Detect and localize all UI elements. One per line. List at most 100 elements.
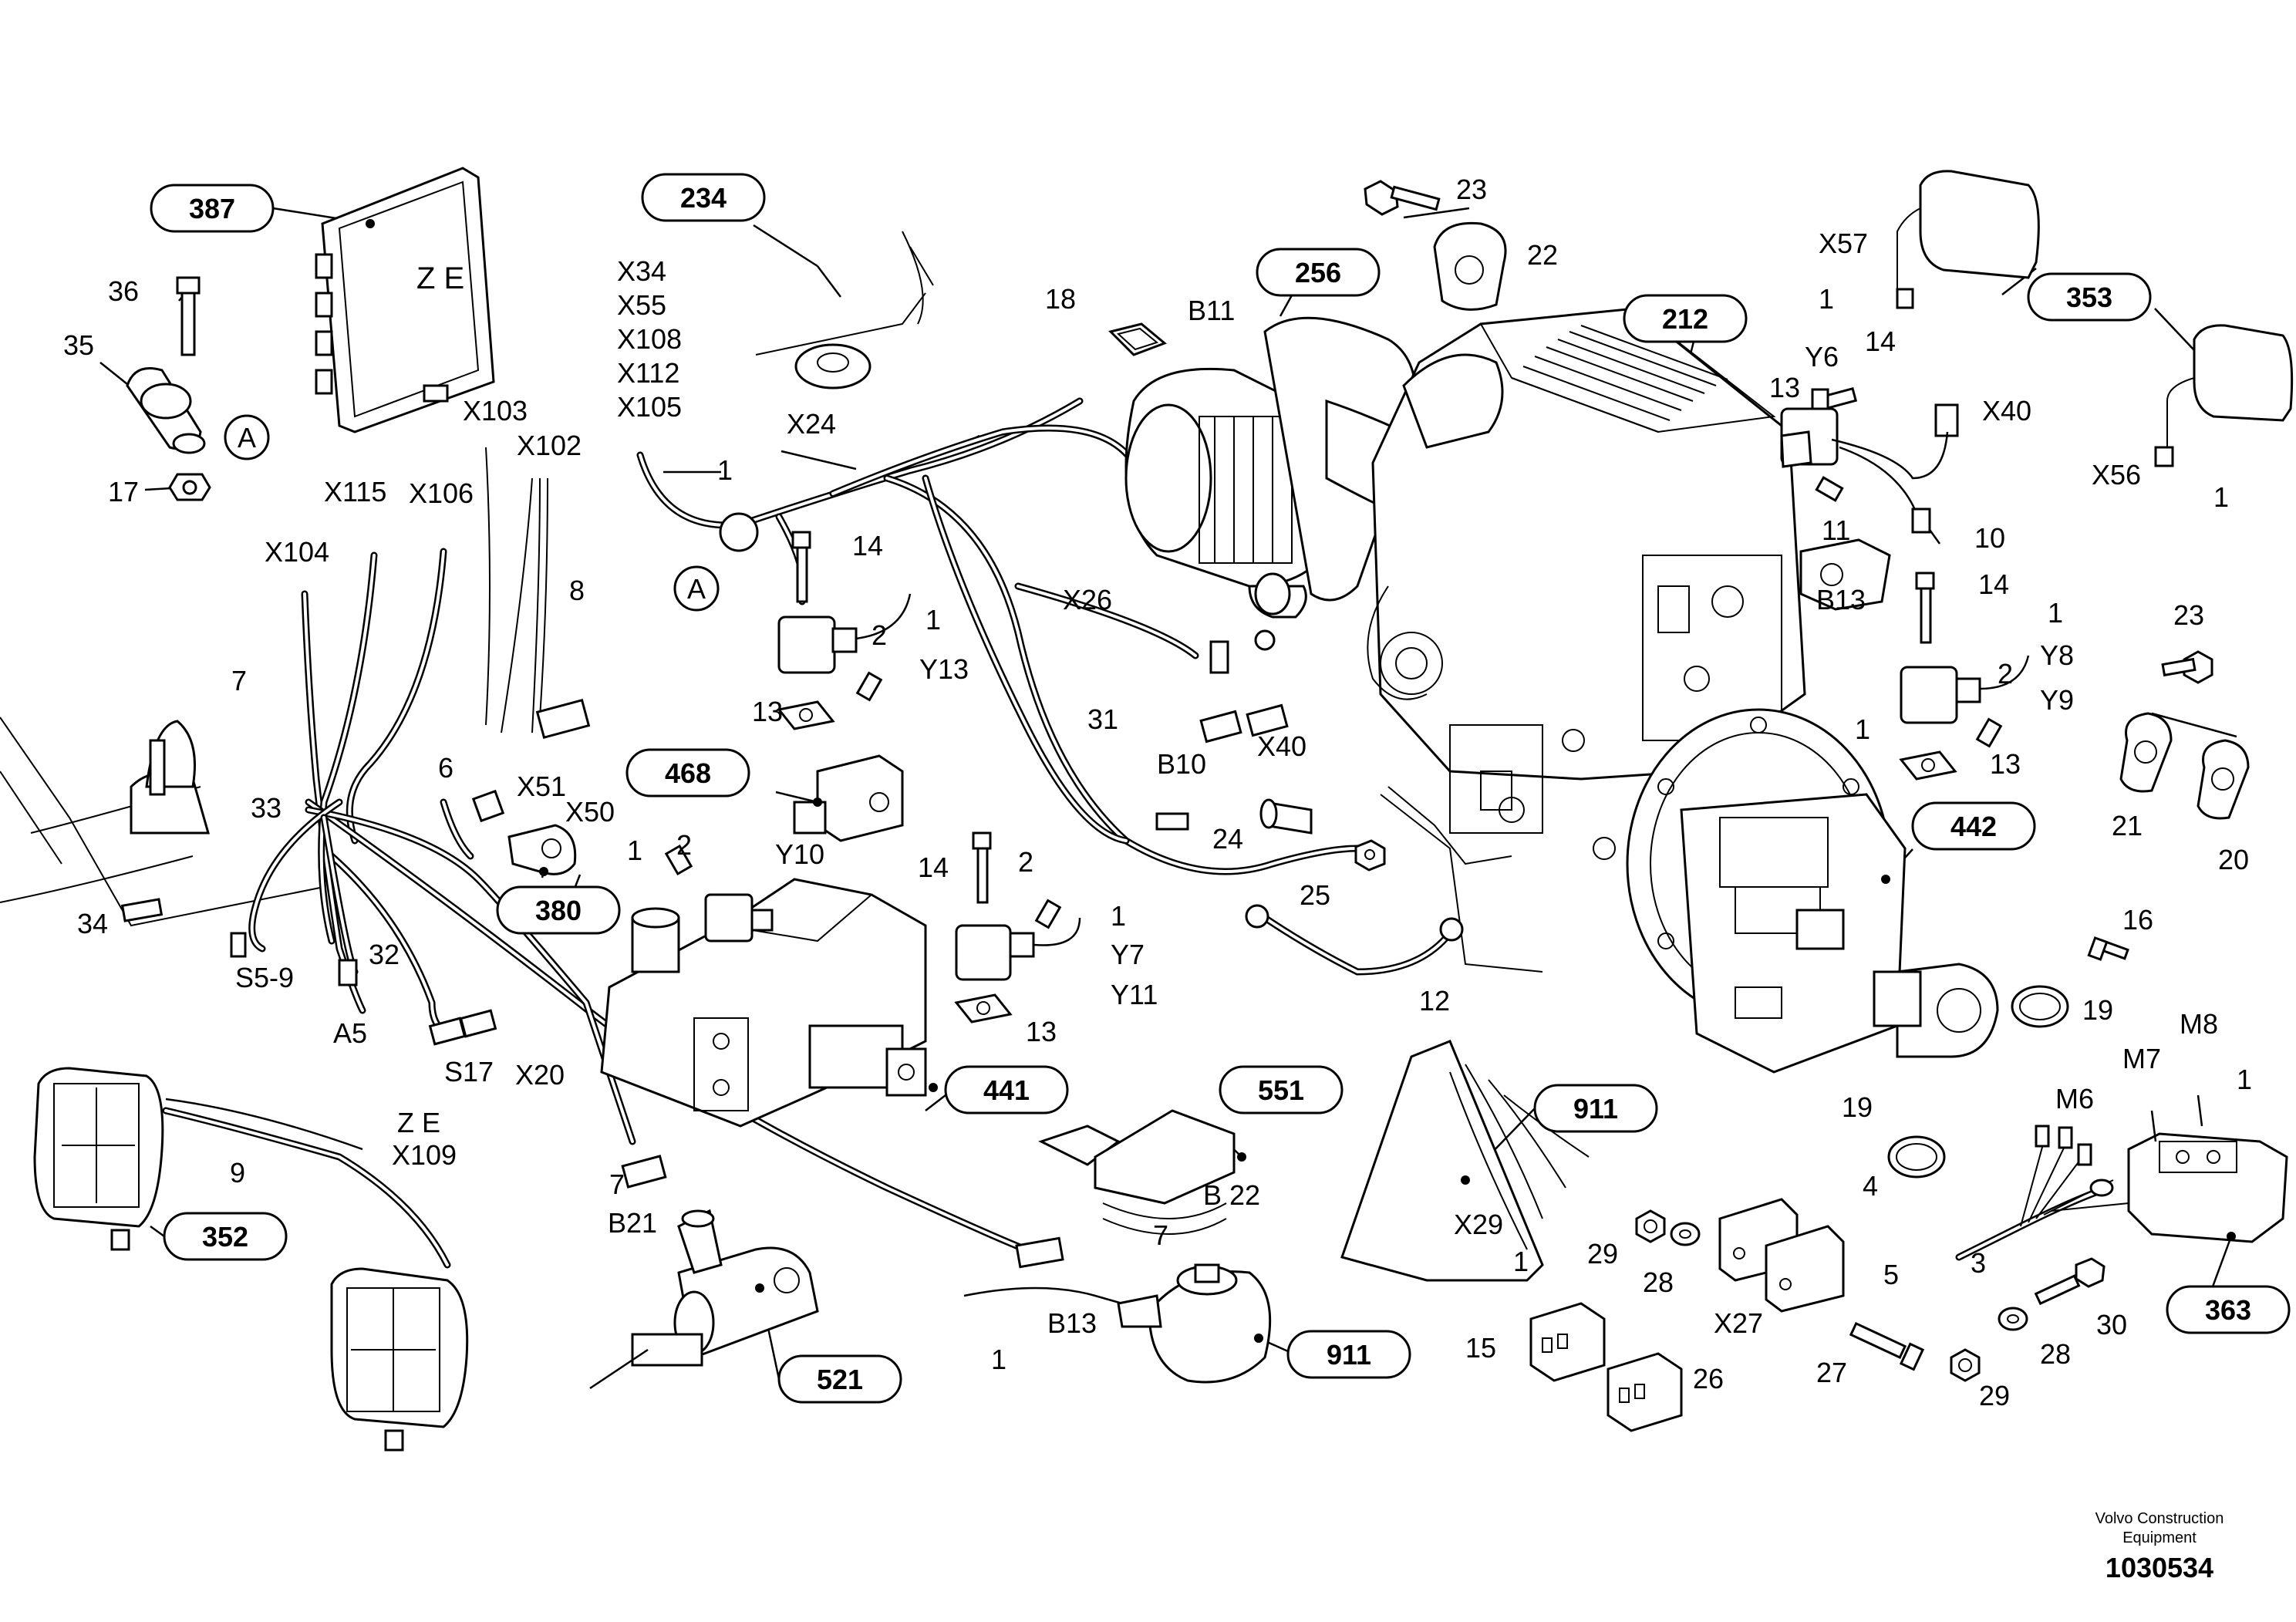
label: 28: [1643, 1266, 1674, 1298]
label: B13: [1816, 584, 1866, 615]
label: 31: [1087, 703, 1118, 735]
label: X104: [265, 536, 329, 568]
svg-text:A: A: [687, 573, 706, 605]
label: 12: [1419, 985, 1450, 1017]
callout-442: 442: [1911, 801, 2036, 851]
label: X29: [1454, 1209, 1503, 1240]
bolt-27: [1849, 1321, 1925, 1371]
hose-clamp-19a: [2011, 985, 2069, 1028]
label: 9: [230, 1157, 245, 1189]
label: 32: [369, 939, 400, 970]
label: 11: [1822, 514, 1850, 546]
svg-text:468: 468: [665, 757, 711, 789]
label: 8: [569, 575, 585, 606]
label: 36: [108, 275, 139, 307]
label: 16: [2122, 904, 2153, 936]
label: X40: [1257, 730, 1306, 762]
callout-363: 363: [2166, 1285, 2291, 1334]
label: X106: [409, 477, 474, 509]
connector-x24: [755, 231, 934, 389]
label: 1: [991, 1344, 1006, 1375]
pressure-switch-911b: [963, 1263, 1272, 1384]
wiring-harness: [248, 397, 1361, 1253]
label: 1: [2048, 597, 2063, 629]
clamps-21-20: [2119, 650, 2250, 820]
label: X50: [565, 796, 615, 828]
label: 5: [1883, 1259, 1899, 1290]
engine-cover-fins: [1511, 325, 1728, 433]
label: Y7: [1111, 939, 1145, 970]
callout-468: 468: [625, 748, 750, 798]
label: 23: [1456, 174, 1487, 205]
label: 13: [1026, 1016, 1057, 1047]
svg-text:442: 442: [1950, 811, 1997, 842]
svg-text:234: 234: [680, 182, 727, 214]
label: 10: [1974, 522, 2005, 554]
solenoid-y7-y11: [954, 831, 1081, 1023]
label: 1: [2213, 481, 2229, 513]
label: 27: [1816, 1357, 1847, 1388]
callout-911-upper: 911: [1533, 1084, 1658, 1133]
label: 1: [925, 604, 941, 636]
label: 2: [676, 829, 692, 861]
svg-text:212: 212: [1662, 303, 1708, 335]
label: 7: [231, 665, 247, 696]
solenoid-y8-y9: [1799, 538, 2030, 781]
label: X109: [392, 1139, 457, 1171]
label: 29: [1587, 1238, 1618, 1270]
label: 21: [2112, 810, 2143, 841]
label: 19: [2082, 994, 2113, 1026]
control-console: [0, 717, 325, 927]
label: B21: [608, 1207, 657, 1239]
label: M7: [2122, 1043, 2161, 1074]
grommet-18: [1108, 322, 1167, 356]
callout-256: 256: [1256, 248, 1381, 297]
label: X105: [617, 391, 682, 423]
label: 13: [752, 696, 783, 727]
foot-pedal-mat-911a: [1340, 1040, 1590, 1282]
callout-380: 380: [496, 885, 621, 935]
label: X27: [1714, 1307, 1763, 1339]
sensor-24-and-cable-12: [1245, 798, 1464, 976]
label: X55: [617, 289, 666, 321]
hydraulic-valve-441: [600, 844, 927, 1128]
label: X115: [324, 476, 386, 508]
connectors-b10-x40: [1155, 629, 1289, 831]
label: Y10: [775, 838, 824, 870]
reference-a-center: A: [673, 565, 720, 612]
label: 1: [1513, 1246, 1529, 1277]
title-block: Volvo Construction Equipment 1030534: [2095, 1510, 2224, 1583]
label: 14: [852, 530, 883, 561]
label: 28: [2040, 1338, 2071, 1370]
sensor-380: [471, 789, 577, 875]
pedal-b22: [1038, 1109, 1236, 1235]
label: Y13: [919, 653, 969, 685]
label: 1: [2237, 1064, 2252, 1095]
label: X108: [617, 323, 682, 355]
label: A5: [333, 1017, 367, 1049]
label: 20: [2218, 844, 2249, 875]
label: 24: [1212, 823, 1243, 855]
svg-text:380: 380: [535, 895, 582, 926]
label: S17: [444, 1056, 494, 1088]
label: 2: [1998, 658, 2013, 690]
screw-16: [2087, 936, 2129, 961]
work-lamp-lower: [330, 1267, 469, 1452]
bolt-clamp-nut-assembly: [126, 276, 211, 501]
label: 30: [2096, 1309, 2127, 1340]
label: 22: [1527, 239, 1558, 271]
callout-212: 212: [1623, 294, 1748, 343]
callout-352: 352: [163, 1212, 288, 1261]
label: Y8: [2040, 639, 2074, 671]
label: 29: [1979, 1380, 2010, 1411]
callout-441: 441: [944, 1065, 1069, 1114]
label: 33: [251, 792, 282, 824]
svg-text:911: 911: [1573, 1093, 1618, 1125]
part-labels: 36 35 17 X34 X55 X108 X112 X105 1 X24 X1…: [63, 174, 2252, 1411]
label: Y9: [2040, 684, 2074, 716]
label: 14: [1978, 568, 2009, 600]
relay-15: [1529, 1302, 1606, 1382]
label: 34: [77, 908, 108, 939]
label: Y6: [1805, 341, 1839, 373]
label: 1: [1855, 713, 1870, 745]
